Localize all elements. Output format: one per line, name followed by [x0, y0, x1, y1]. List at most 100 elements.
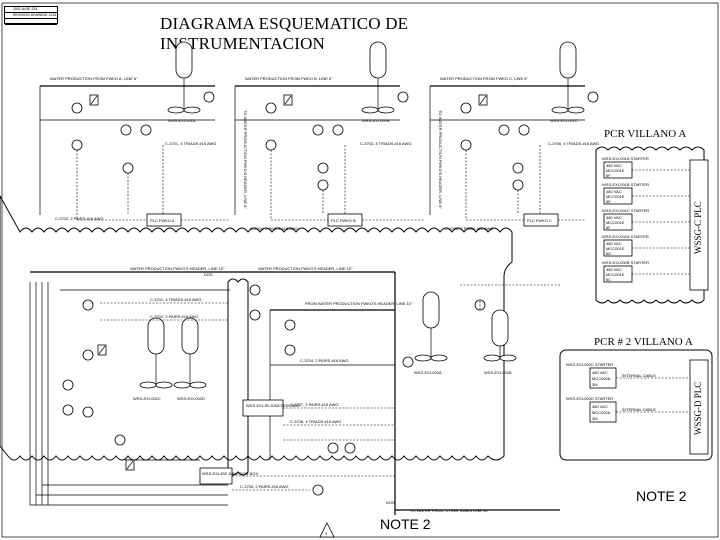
dos-symbol: DOS — [204, 272, 213, 277]
pcr-a-mcc-id: MCC001E — [606, 246, 625, 251]
cable-label-4: C-3701, 4 TRIADS #16 AWG — [165, 141, 216, 146]
mid-tank-a — [414, 291, 448, 362]
pcr-a-mcc-bucket: 6F — [606, 225, 611, 230]
inner-cloud — [227, 278, 249, 476]
pcr-a-mcc-id: MCC001E — [606, 220, 625, 225]
cable-label-9: C-3701, 4 TRIADS #16 AWG — [150, 297, 201, 302]
line-fwko-b: WATER PRODUCTION FROM FWKO B, LINE 6" — [245, 76, 333, 81]
revision-triangle — [319, 522, 335, 538]
pcr-2-mcc-bucket: 3M — [592, 416, 598, 421]
note-2-bottom: NOTE 2 — [380, 516, 431, 532]
bottom-cloud-boundary — [0, 194, 513, 461]
title-block-row-1: J002-A43E-134 — [5, 7, 57, 13]
tank-label-a: WSS-EXI-001A — [168, 118, 196, 123]
pcr-a-mcc-bucket: 6D — [606, 251, 611, 256]
header-line-2: WATER PRODUCTION FWKO'S HEADER, LINE 10" — [258, 266, 353, 271]
title-block-row-3 — [5, 19, 57, 25]
pcr-2-cable-label: INTERNAL CABLE — [622, 407, 656, 412]
pcr-a-mcc-bucket: 6E — [606, 199, 611, 204]
mid-tank-label-b: WSS-EXI-002B — [484, 370, 512, 375]
mid-tank-label-a: WSS-EXI-002A — [414, 370, 442, 375]
tanks-line: TO WATER PROD. CTION TANKS LINE 10" — [410, 508, 490, 513]
junction-box-2: WSS-EXI-JB2 JUNCTION BOX — [202, 471, 258, 476]
pcr-2-starter-label: WSS-EXI-002D STARTER — [566, 396, 613, 401]
left-tank-c — [139, 317, 173, 389]
pcr-a-starter-label: WSS-EXI-001C STARTER — [602, 208, 649, 213]
cable-label-10: C-3702, 2 PAIRS #16 AWG — [150, 314, 198, 319]
title-block-row-2: REVISION DRAWING 1234 — [5, 13, 57, 19]
to-header-a: TO WATER PRODUCTION FWKO'S HEADER, LINE … — [243, 110, 248, 209]
pcr-a-plc: WSSG-C PLC — [693, 201, 703, 255]
top-process-lines — [39, 85, 585, 215]
pcr-a-starter-label: WSS-EXI-002B STARTER — [602, 260, 649, 265]
pcr-2-panel — [559, 349, 713, 461]
header-line-1: WATER PRODUCTION FWKO'S HEADER, LINE 10" — [130, 266, 225, 271]
pcr-2-mcc-id: MCC002A — [592, 376, 611, 381]
junction-boxes — [199, 399, 284, 485]
cable-label-6: C-3706, 4 TRIADS #16 AWG — [548, 141, 599, 146]
bottom-instruments — [62, 284, 486, 496]
plc-boxes — [146, 213, 559, 227]
cable-label-5: C-3703, 4 TRIADS #16 AWG — [360, 141, 411, 146]
pcr-a-mcc-voltage: 480 VAC — [606, 163, 622, 168]
pcr-a-mcc-id: MCC001E — [606, 272, 625, 277]
cable-label-11: C-3705, 2 PAIRS #16 AWG — [240, 484, 288, 489]
pcr-a-mcc-bucket: 6F — [606, 173, 611, 178]
diagram-title: DIAGRAMA ESQUEMATICO DE INSTRUMENTACION — [160, 14, 409, 53]
header-line-3: FROM WATER PRODUCTION FWKO'S HEADER, LIN… — [305, 301, 413, 306]
tank-label-c: WSS-EXI-001C — [550, 118, 578, 123]
pcr-2-starter-label: WSS-EXI-002C STARTER — [566, 362, 613, 367]
pcr-a-mcc-voltage: 480 VAC — [606, 215, 622, 220]
pcr-a-mcc-voltage: 480 VAC — [606, 189, 622, 194]
pcr-a-mcc-id: MCC001E — [606, 168, 625, 173]
pcr-2-mcc-id: MCC002A — [592, 410, 611, 415]
cable-label-2: C-3704, 2 PAIRS #16 AWG — [250, 226, 298, 231]
pcr-a-panel — [595, 146, 709, 304]
note-2-right: NOTE 2 — [636, 488, 687, 504]
pcr-a-mcc-bucket: 6C — [606, 277, 611, 282]
pcr-2-cable-label: INTERNAL CABLE — [622, 373, 656, 378]
top-transmitters — [89, 94, 488, 106]
left-tank-label-d: WSS-EXI-002D — [177, 396, 205, 401]
pcr-2-mcc-bucket: 3M — [592, 382, 598, 387]
line-fwko-a: WATER PRODUCTION FROM FWKO A, LINE 6" — [50, 76, 138, 81]
mid-tank-b — [483, 309, 517, 362]
bottom-process-lines — [29, 271, 560, 515]
bottom-transmitters — [97, 344, 135, 471]
left-tank-d — [173, 317, 207, 389]
to-header-b: TO WATER PRODUCTION FWKO'S HEADER, LINE … — [438, 110, 443, 209]
pcr-a-starter-label: WSS-EXI-001B STARTER — [602, 182, 649, 187]
pcr-a-title: PCR VILLANO A — [604, 128, 687, 140]
cable-label-12: C-3704, 2 PAIRS #16 AWG — [300, 358, 348, 363]
top-tank-c — [551, 41, 585, 114]
pcr-2-title: PCR # 2 VILLANO A — [594, 336, 693, 348]
top-tank-b — [361, 41, 395, 114]
cable-label-8: C-3708, 4 TRIADS #16 AWG — [290, 419, 341, 424]
top-instruments — [71, 91, 599, 191]
junction-box-1: WSS-EXI-JB JUNCTION BOX — [246, 403, 300, 408]
tank-label-b: WSS-EXI-001B — [362, 118, 390, 123]
bottom-cable-runs — [100, 284, 560, 491]
dos-symbol-2: DOS — [386, 500, 395, 505]
cable-label-1: C-3702, 2 PAIRS #16 AWG — [55, 216, 103, 221]
top-tank-a — [167, 41, 201, 114]
pcr-a-starter-label: WSS-EXI-001A STARTER — [602, 156, 649, 161]
pcr-a-mcc-voltage: 480 VAC — [606, 267, 622, 272]
pcr-2-mcc-voltage: 480 VAC — [592, 404, 608, 409]
pcr-2-plc: WSSG-D PLC — [693, 381, 703, 435]
pcr-a-mcc-voltage: 480 VAC — [606, 241, 622, 246]
pcr-a-mcc-id: MCC001E — [606, 194, 625, 199]
top-cable-runs — [76, 145, 585, 221]
plc-fwko-a: PLC FWKO A — [150, 218, 175, 223]
plc-fwko-b: PLC FWKO B — [331, 218, 356, 223]
left-tank-label-c: WSS-EXI-002C — [133, 396, 161, 401]
cable-label-7: C-3707, 2 PAIRS #16 AWG — [290, 402, 338, 407]
revision-number: 3 — [325, 531, 328, 536]
plc-fwko-c: PLC FWKO C — [527, 218, 552, 223]
pcr-a-starter-label: WSS-EXI-002A STARTER — [602, 234, 649, 239]
